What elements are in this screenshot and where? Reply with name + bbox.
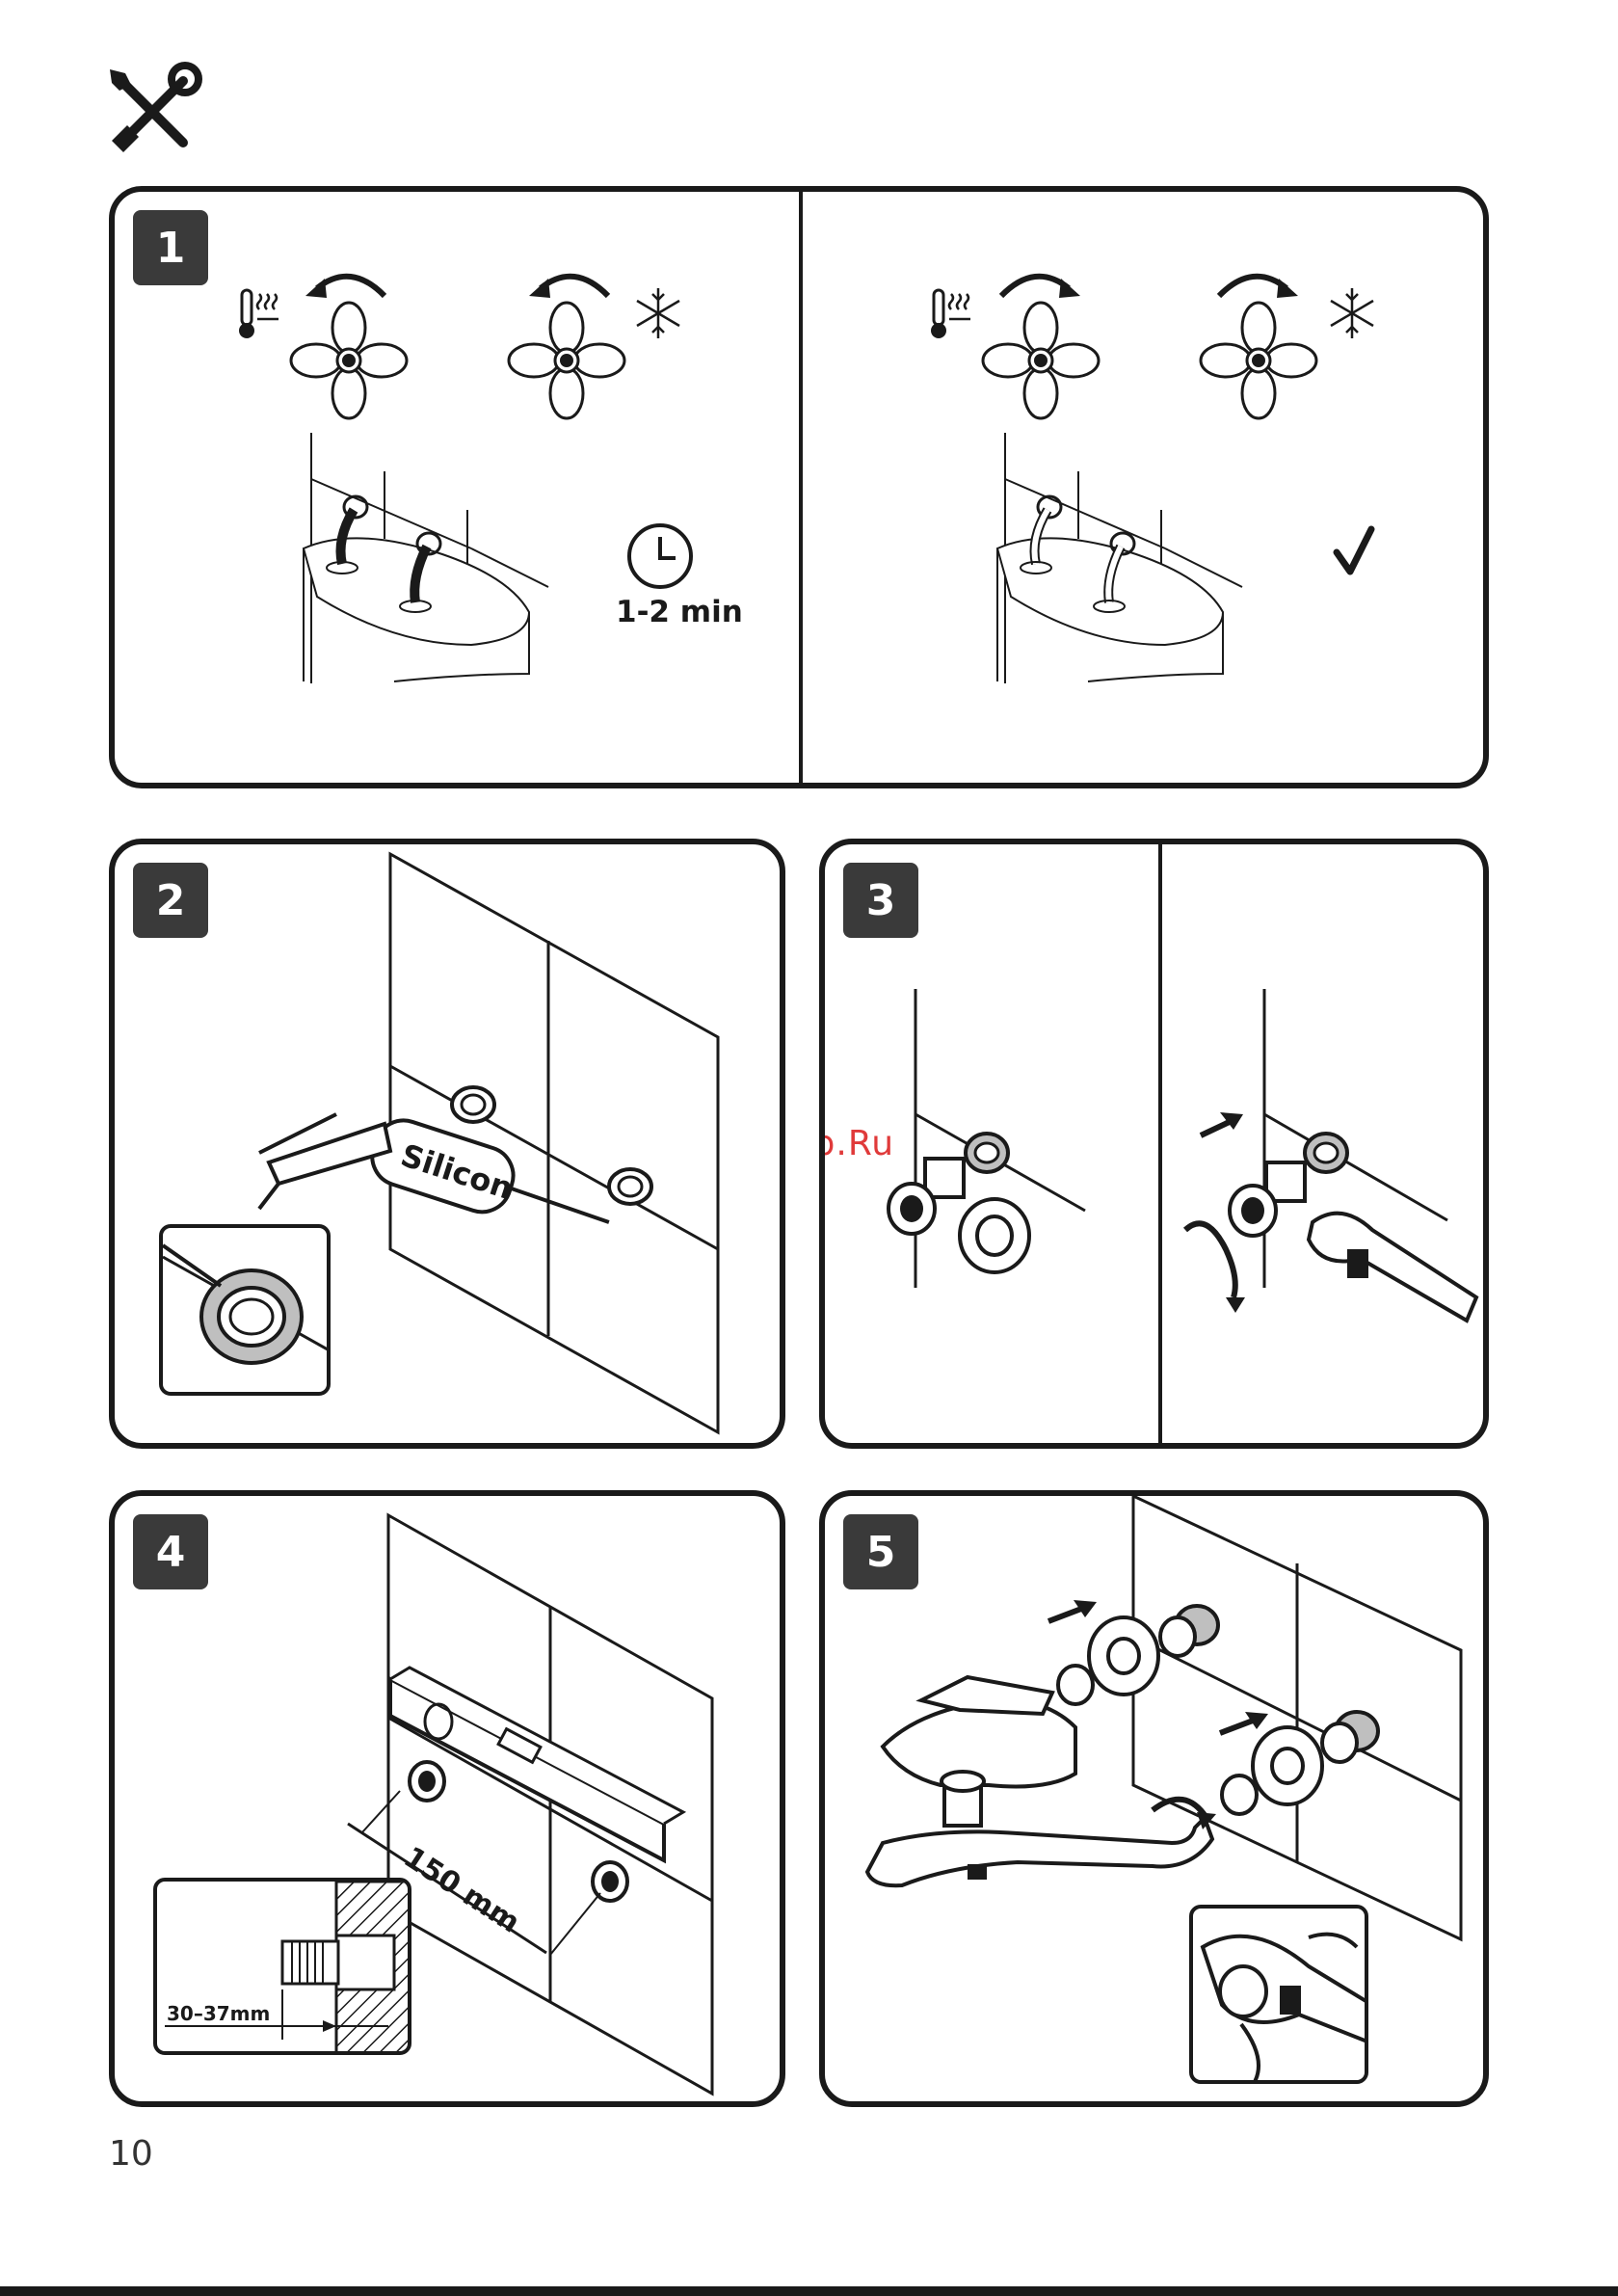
hot-water-icon: [236, 284, 280, 342]
handle-knob-icon: [1198, 300, 1319, 421]
tools-icon: [104, 64, 200, 160]
clock-icon: [625, 521, 695, 591]
handle-knob-icon: [288, 300, 410, 421]
checkmark-icon: [1331, 525, 1377, 577]
time-label: 1-2 min: [616, 595, 743, 629]
cold-water-icon: [1325, 286, 1379, 340]
cold-water-icon: [631, 286, 685, 340]
detail-inset: [159, 1224, 331, 1396]
mixer-install-illustration: [825, 1496, 1489, 2107]
depth-label: 30–37mm: [167, 2002, 270, 2025]
detail-inset: 30–37mm: [153, 1878, 411, 2055]
panel-divider: [799, 192, 803, 788]
step-number-badge: 1: [133, 210, 208, 285]
watermark: McGrp.Ru: [819, 1124, 894, 1163]
wrench-tightening-illustration: [1158, 844, 1489, 1449]
wall-basin-illustration: [992, 433, 1281, 683]
wall-basin-illustration: [298, 433, 587, 683]
step-3-panel: 3 McGrp.Ru: [819, 839, 1489, 1449]
step-4-panel: 4 150 mm: [109, 1490, 785, 2107]
step-1-panel: 1: [109, 186, 1489, 788]
handle-knob-icon: [506, 300, 627, 421]
step-5-panel: 5: [819, 1490, 1489, 2107]
bottom-rule: [0, 2286, 1618, 2296]
page-number: 10: [109, 2134, 153, 2174]
step-2-panel: 2 Silicon: [109, 839, 785, 1449]
detail-inset: [1189, 1905, 1368, 2084]
handle-knob-icon: [980, 300, 1101, 421]
hot-water-icon: [928, 284, 972, 342]
